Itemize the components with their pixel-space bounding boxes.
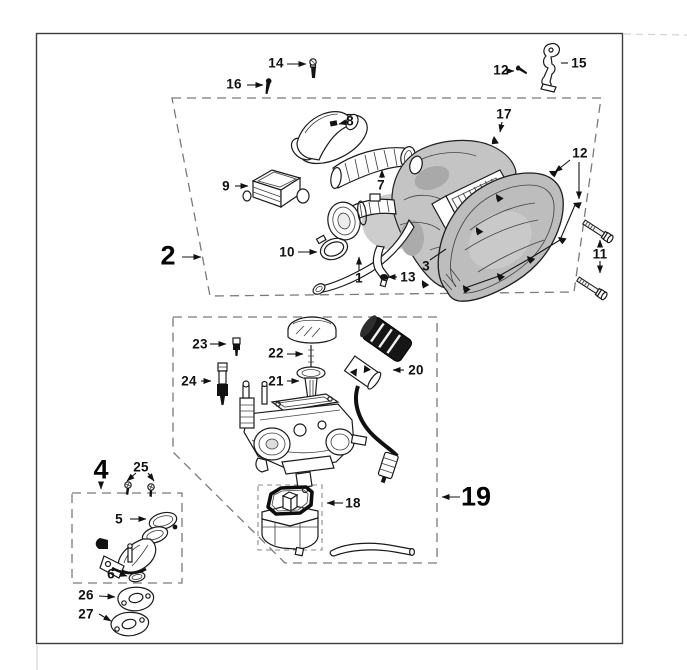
group-2-outline: [171, 97, 602, 297]
leader-12-right-a: [554, 159, 571, 173]
part-throttle-duct: [327, 193, 397, 241]
leader-17: [498, 121, 505, 133]
part-22-diaphragm-cover: [287, 316, 337, 367]
leader-27: [98, 613, 112, 622]
callout-20: 20: [408, 362, 424, 378]
page-frame: [35, 32, 624, 645]
callout-18: 18: [345, 495, 361, 511]
callout-5: 5: [115, 511, 123, 527]
callout-22: 22: [268, 345, 284, 361]
part-27-gasket: [110, 611, 150, 637]
part-1-outlet-tube: [312, 218, 415, 295]
part-10-hose-clamp: [315, 234, 349, 261]
leader-3: [429, 248, 447, 261]
group-19-outline: [172, 316, 438, 564]
part-15-bracket: [540, 42, 561, 93]
leader-26: [98, 593, 116, 600]
callout-13: 13: [400, 269, 416, 285]
callout-9: 9: [222, 178, 230, 194]
scan-artifact-top: [623, 33, 687, 36]
callout-19: 19: [460, 481, 492, 512]
callout-16: 16: [226, 76, 242, 92]
leader-25-a: [126, 472, 137, 482]
leader-6: [118, 571, 128, 577]
callout-14: 14: [268, 55, 284, 71]
callout-7: 7: [377, 177, 385, 193]
part-fuel-hose: [329, 542, 416, 557]
part-25-screws: [124, 481, 155, 497]
part-8-intake-snorkel: [290, 111, 368, 165]
part-intake-manifold: [95, 526, 169, 579]
callout-21: 21: [268, 373, 284, 389]
part-24-needle-jet: [217, 362, 228, 405]
part-16-screw: [265, 78, 272, 95]
callout-4: 4: [93, 454, 109, 485]
callout-25: 25: [133, 459, 149, 475]
callout-26: 26: [78, 587, 94, 603]
part-6-o-ring: [128, 571, 146, 583]
group-18-outline: [257, 484, 323, 551]
callout-2: 2: [160, 240, 176, 271]
callout-1: 1: [355, 270, 363, 286]
part-18-float-bowl-kit: [261, 485, 319, 557]
callout-11: 11: [592, 246, 608, 262]
part-9-valve-box: [242, 169, 310, 209]
leader-8: [338, 119, 348, 126]
part-12-cover-screws: [419, 168, 584, 295]
callout-8: 8: [346, 113, 354, 129]
callout-6: 6: [107, 566, 115, 582]
callout-12-top: 12: [493, 62, 509, 78]
callout-12-right: 12: [572, 145, 588, 161]
part-26-gasket: [117, 586, 155, 612]
leader-25-b: [147, 472, 155, 482]
part-air-filter-cover: [437, 172, 564, 302]
callout-17: 17: [496, 106, 512, 122]
part-23-jet: [232, 337, 241, 356]
callout-15: 15: [571, 55, 587, 71]
part-14-screw: [309, 58, 317, 78]
callout-27: 27: [78, 606, 94, 622]
part-20-auto-choke: [343, 315, 413, 484]
callout-leaders: [98, 61, 603, 622]
part-12-screw: [515, 65, 528, 75]
part-11-bolts: [576, 219, 614, 301]
callout-24: 24: [181, 373, 197, 389]
part-carburettor-body: [239, 380, 368, 494]
callout-3: 3: [422, 258, 430, 274]
callout-10: 10: [279, 244, 295, 260]
part-13-drain-hose: [372, 245, 390, 288]
callout-23: 23: [192, 336, 208, 352]
group-4-outline: [71, 492, 183, 584]
